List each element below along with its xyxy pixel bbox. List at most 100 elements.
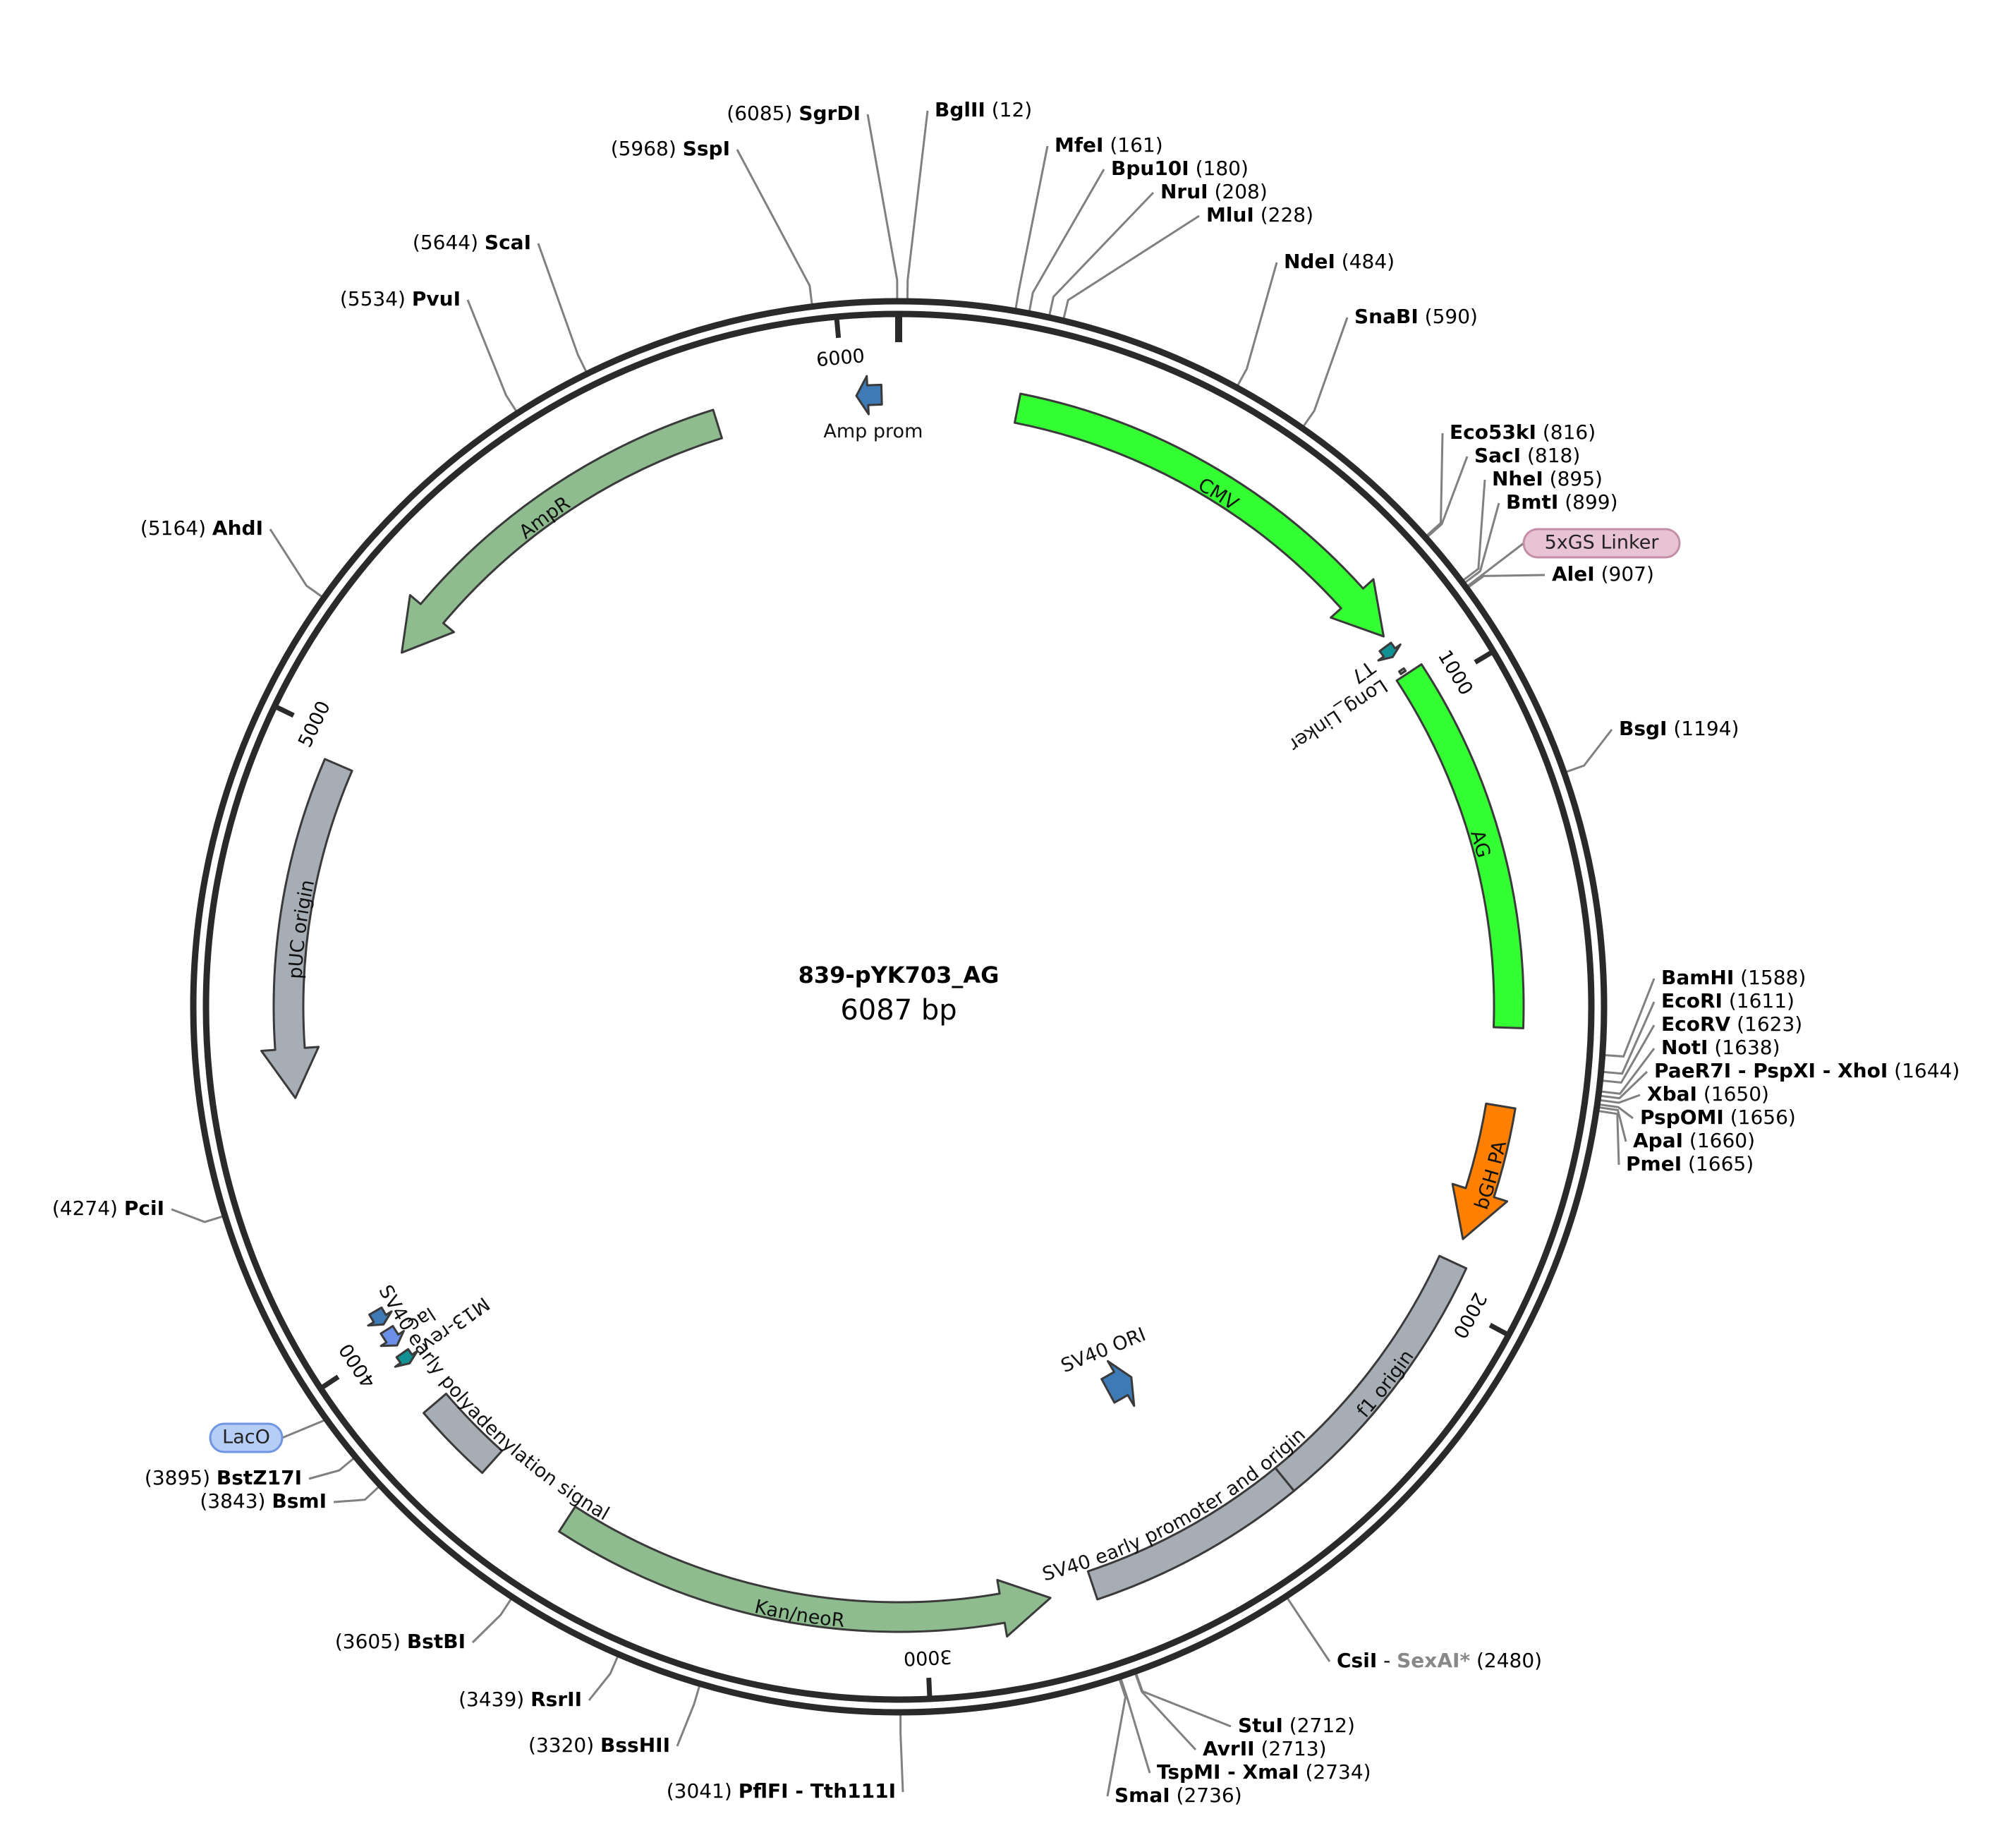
feature-f1-origin[interactable]: f1 origin: [1274, 1254, 1468, 1492]
enzyme-line-tspmi-xmai: [1119, 1678, 1151, 1774]
enzyme-pcii[interactable]: (4274) PciI: [52, 1197, 164, 1220]
enzyme-pspomi[interactable]: PspOMI (1656): [1640, 1106, 1796, 1129]
enzyme-noti[interactable]: NotI (1638): [1661, 1036, 1780, 1059]
enzyme-paer7i-pspxi-xhoi[interactable]: PaeR7I - PspXI - XhoI (1644): [1654, 1059, 1960, 1082]
pill-5xgs-linker[interactable]: 5xGS Linker: [1522, 528, 1681, 559]
enzyme-bsgi[interactable]: BsgI (1194): [1619, 717, 1739, 740]
enzyme-bstz17i[interactable]: (3895) BstZ17I: [145, 1466, 302, 1489]
enzyme-line-rsrii: [588, 1656, 619, 1701]
feature-puc-origin[interactable]: pUC origin: [260, 758, 353, 1099]
plasmid-name: 839-pYK703_AG: [798, 962, 1000, 988]
enzyme-line-ndei: [1237, 262, 1278, 386]
enzyme-line-pcii: [171, 1208, 223, 1223]
enzyme-line-bsmi: [333, 1486, 379, 1503]
feature-sv40-early-promoter-and-origin[interactable]: SV40 early promoter and origin: [1040, 1424, 1310, 1601]
feature-arrow-lacp[interactable]: [367, 1306, 393, 1327]
enzyme-line-scai: [537, 243, 588, 372]
enzyme-nhei[interactable]: NheI (895): [1492, 467, 1603, 490]
enzyme-line-bstbi: [471, 1599, 512, 1644]
enzyme-line-ecori: [1603, 1001, 1656, 1075]
feature-lacp[interactable]: [367, 1306, 393, 1327]
feature-ag[interactable]: AG: [1395, 663, 1525, 1029]
enzyme-sgrdi[interactable]: (6085) SgrDI: [727, 102, 861, 125]
feature-arrow-lac[interactable]: [379, 1324, 405, 1348]
enzyme-smai[interactable]: SmaI (2736): [1115, 1784, 1242, 1807]
enzyme-pflfi-tth111i[interactable]: (3041) PflFI - Tth111I: [667, 1779, 896, 1803]
enzyme-apai[interactable]: ApaI (1660): [1633, 1129, 1755, 1152]
feature-long-linker[interactable]: Long_Linker: [1284, 667, 1407, 756]
enzyme-sspi[interactable]: (5968) SspI: [611, 137, 730, 160]
pill-laco[interactable]: LacO: [209, 1422, 284, 1453]
tick-mark: [321, 1374, 340, 1389]
enzyme-stui[interactable]: StuI (2712): [1238, 1714, 1355, 1737]
feature-arrow-puc-origin[interactable]: [260, 758, 353, 1099]
feature-arrow-bgh-pa[interactable]: [1451, 1102, 1517, 1240]
feature-bgh-pa[interactable]: bGH PA: [1451, 1102, 1517, 1240]
feature-arrow-sv40-early-promoter-and-origin[interactable]: [1086, 1467, 1295, 1601]
feature-arrow-ampr[interactable]: [401, 408, 723, 654]
enzyme-ecorv[interactable]: EcoRV (1623): [1661, 1012, 1802, 1036]
enzyme-avrii[interactable]: AvrII (2713): [1203, 1737, 1327, 1760]
feature-arrow-f1-origin[interactable]: [1274, 1254, 1468, 1492]
enzyme-ahdi[interactable]: (5164) AhdI: [140, 516, 263, 540]
feature-arrow-amp-prom[interactable]: [855, 375, 883, 416]
pill-label: 5xGS Linker: [1545, 532, 1660, 554]
enzyme-line-sspi: [736, 149, 813, 304]
tick-mark: [926, 1677, 933, 1697]
feature-cmv[interactable]: CMV: [1013, 392, 1385, 638]
enzyme-bglii[interactable]: BglII (12): [935, 98, 1032, 121]
feature-ampr[interactable]: AmpR: [401, 408, 723, 654]
enzyme-pmei[interactable]: PmeI (1665): [1626, 1152, 1754, 1175]
enzyme-line-pvui: [466, 299, 517, 411]
tick-label: 1000: [1433, 646, 1477, 699]
feature-arrow-sv40-early-polyadenylation-signal[interactable]: [423, 1392, 504, 1475]
enzyme-snabi[interactable]: SnaBI (590): [1354, 305, 1478, 328]
enzyme-bpu10i[interactable]: Bpu10I (180): [1111, 157, 1249, 180]
enzyme-line-alei: [1468, 574, 1546, 588]
feature-amp-prom[interactable]: Amp prom: [823, 375, 923, 442]
enzyme-saci[interactable]: SacI (818): [1474, 444, 1580, 467]
enzyme-csii[interactable]: CsiI - SexAI* (2480): [1337, 1649, 1542, 1672]
enzyme-bmti[interactable]: BmtI (899): [1506, 490, 1618, 514]
enzyme-ecori[interactable]: EcoRI (1611): [1661, 989, 1795, 1012]
feature-sv40-ori[interactable]: SV40 ORI: [1058, 1324, 1149, 1408]
enzyme-ndei[interactable]: NdeI (484): [1284, 250, 1395, 273]
enzyme-bamhi[interactable]: BamHI (1588): [1661, 966, 1806, 989]
enzyme-line-pflfi-tth111i: [899, 1714, 904, 1793]
feature-arrow-sv40-ori[interactable]: [1100, 1360, 1136, 1408]
enzyme-xbai[interactable]: XbaI (1650): [1647, 1082, 1769, 1106]
feature-arrow-kan-neor[interactable]: [558, 1506, 1052, 1638]
enzyme-rsrii[interactable]: (3439) RsrII: [459, 1688, 582, 1711]
feature-arrow-long-linker[interactable]: [1398, 667, 1407, 675]
enzyme-tspmi-xmai[interactable]: TspMI - XmaI (2734): [1157, 1760, 1371, 1784]
tick-label: 5000: [294, 698, 335, 751]
enzyme-line-bamhi: [1605, 978, 1656, 1058]
backbone-outer-circle: [190, 298, 1608, 1716]
enzyme-mlui[interactable]: MluI (228): [1206, 203, 1313, 226]
enzyme-line-saci: [1427, 456, 1469, 538]
enzyme-line-xbai: [1601, 1094, 1641, 1104]
enzyme-nrui[interactable]: NruI (208): [1160, 180, 1268, 203]
enzyme-pvui[interactable]: (5534) PvuI: [340, 287, 461, 310]
enzyme-bsshii[interactable]: (3320) BssHII: [528, 1733, 670, 1757]
feature-kan-neor[interactable]: Kan/neoR: [558, 1506, 1052, 1638]
enzyme-scai[interactable]: (5644) ScaI: [413, 231, 531, 254]
feature-arrow-cmv[interactable]: [1013, 392, 1385, 638]
enzyme-line-snabi: [1303, 317, 1349, 427]
feature-arrow-t7[interactable]: [1377, 641, 1402, 662]
tick-mark: [276, 705, 295, 718]
tick-mark: [1488, 1323, 1507, 1336]
enzyme-line-bstz17i: [308, 1458, 354, 1480]
feature-arrow-m13-rev[interactable]: [394, 1348, 419, 1368]
enzyme-bsmi[interactable]: (3843) BsmI: [200, 1489, 327, 1513]
enzyme-mfei[interactable]: MfeI (161): [1055, 133, 1163, 157]
tick-label: 4000: [335, 1339, 380, 1391]
enzyme-eco53ki[interactable]: Eco53kI (816): [1450, 420, 1596, 444]
enzyme-alei[interactable]: AleI (907): [1552, 562, 1654, 586]
enzyme-bstbi[interactable]: (3605) BstBI: [335, 1630, 466, 1653]
feature-arrow-ag[interactable]: [1395, 663, 1525, 1029]
enzyme-line-csii: [1287, 1598, 1331, 1662]
enzyme-line-bsshii: [676, 1685, 700, 1747]
